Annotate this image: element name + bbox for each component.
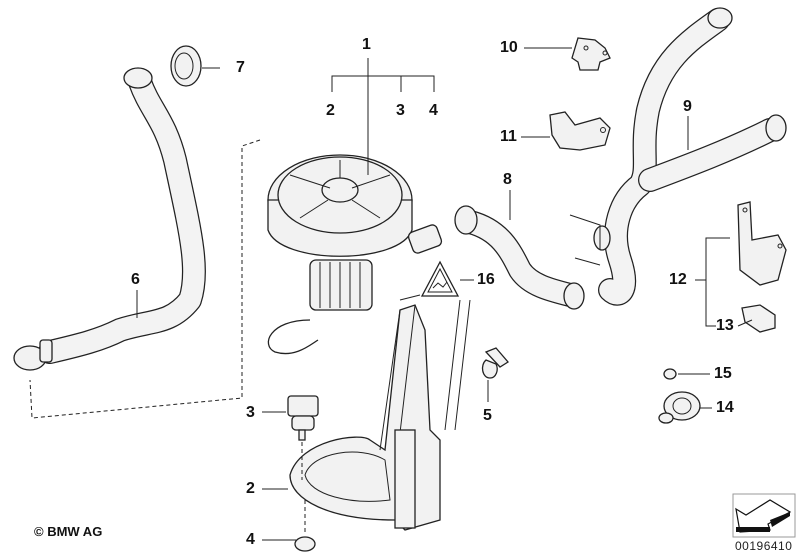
callout-8: 8 — [503, 171, 512, 188]
callout-12: 12 — [669, 271, 687, 288]
bracket-12 — [737, 201, 787, 286]
air-pump-1 — [267, 154, 443, 355]
callout-10: 10 — [500, 39, 518, 56]
callout-4: 4 — [429, 102, 438, 119]
connector-line — [399, 294, 421, 301]
rubber-mount-3 — [287, 395, 319, 480]
holder-11 — [549, 111, 611, 151]
callout-leaders — [136, 47, 753, 541]
clip-13 — [741, 304, 776, 333]
callout-11: 11 — [500, 128, 517, 145]
grommet-14 — [658, 391, 701, 424]
callout-3: 3 — [396, 102, 405, 119]
copyright-text: © BMW AG — [34, 524, 103, 539]
clamp-7 — [170, 45, 202, 87]
warning-label-16 — [420, 260, 460, 297]
connector-line — [29, 139, 261, 419]
callout-13: 13 — [716, 317, 734, 334]
connector-line — [569, 214, 601, 266]
callout-7: 7 — [236, 59, 245, 76]
callout-5: 5 — [483, 407, 492, 424]
hose-9 — [593, 7, 787, 306]
callout-16: 16 — [477, 271, 495, 288]
callout-2-bracket: 2 — [246, 480, 255, 497]
diagram-id: 00196410 — [735, 539, 793, 553]
bracket-2 — [289, 299, 471, 531]
hose-8 — [454, 205, 585, 310]
callout-15: 15 — [714, 365, 732, 382]
callout-9: 9 — [683, 98, 692, 115]
callout-2: 2 — [326, 102, 335, 119]
callout-14: 14 — [716, 399, 734, 416]
nut-15 — [663, 368, 677, 380]
callout-4-nut: 4 — [246, 531, 255, 548]
callout-1: 1 — [362, 36, 371, 53]
nut-4 — [294, 500, 316, 552]
bolt-5 — [481, 347, 509, 379]
callout-3-mount: 3 — [246, 404, 255, 421]
orientation-arrow-icon — [732, 493, 796, 538]
bracket-10 — [571, 37, 611, 71]
hose-6 — [13, 67, 206, 371]
callout-6: 6 — [131, 271, 140, 288]
